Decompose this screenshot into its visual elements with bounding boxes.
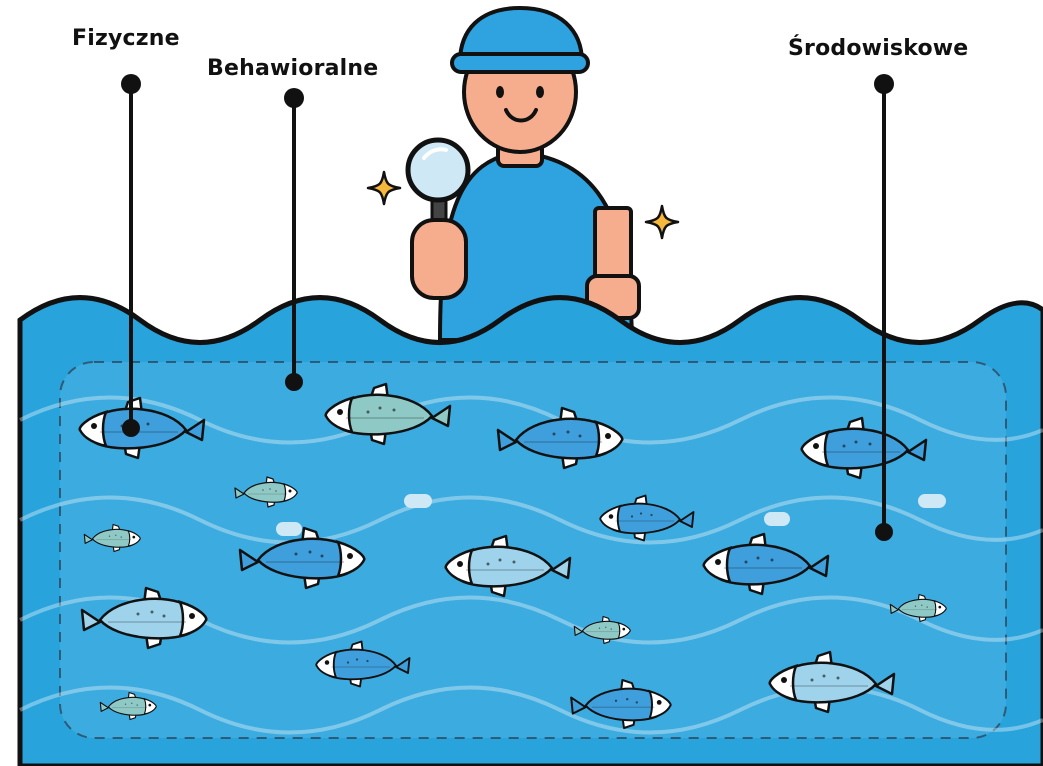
bucket-hat-icon — [452, 8, 588, 72]
bubble-icon — [276, 522, 302, 536]
bubble-icon — [918, 494, 946, 508]
explorer-figure — [408, 8, 639, 340]
bubble-icon — [404, 494, 432, 508]
label-environmental: Środowiskowe — [788, 36, 968, 61]
sparkle-icon — [646, 206, 678, 238]
bubble-icon — [764, 512, 790, 526]
label-behavioral: Behawioralne — [207, 56, 378, 81]
label-physical: Fizyczne — [72, 26, 180, 51]
sparkle-icon — [368, 172, 400, 204]
